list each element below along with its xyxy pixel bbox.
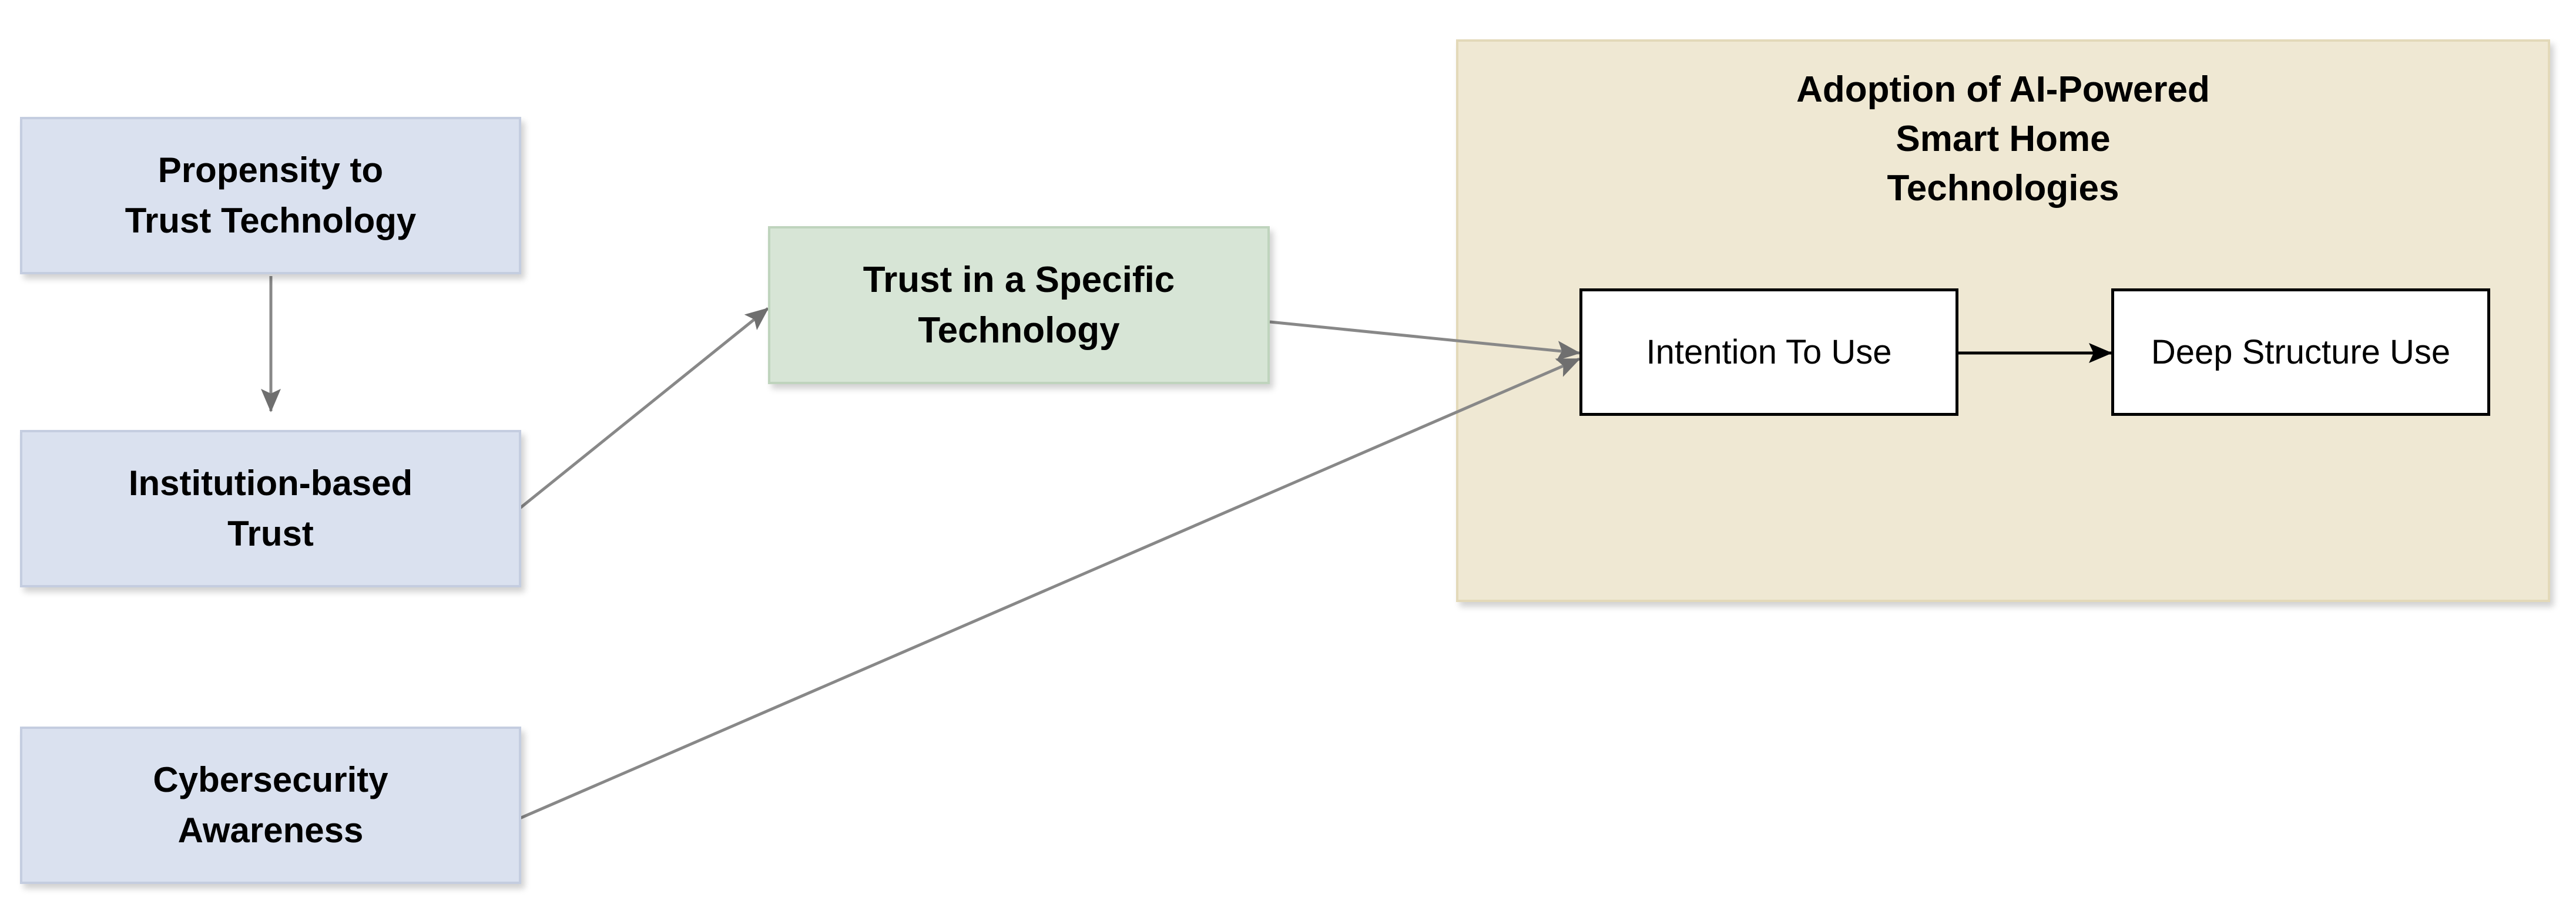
node-propensity-label: Propensity to Trust Technology	[125, 150, 417, 240]
edge-institution-to-trust-specific	[519, 307, 769, 509]
node-institution-based-trust: Institution-based Trust	[20, 430, 521, 587]
node-deep-structure-use: Deep Structure Use	[2111, 288, 2490, 416]
node-intention-to-use: Intention To Use	[1579, 288, 1958, 416]
node-institution-label: Institution-based Trust	[128, 463, 413, 553]
node-trust-specific-label: Trust in a Specific Technology	[863, 259, 1175, 351]
node-trust-in-specific-technology: Trust in a Specific Technology	[768, 226, 1270, 384]
edge-cyber-to-intention	[519, 357, 1581, 820]
node-deep-use-label: Deep Structure Use	[2151, 332, 2451, 371]
node-cyber-label: Cybersecurity Awareness	[153, 760, 388, 850]
adoption-group-title: Adoption of AI-Powered Smart Home Techno…	[1796, 69, 2210, 209]
edge-trust-specific-to-intention	[1269, 320, 1581, 361]
node-propensity-to-trust: Propensity to Trust Technology	[20, 117, 521, 274]
node-cybersecurity-awareness: Cybersecurity Awareness	[20, 727, 521, 884]
node-intention-label: Intention To Use	[1646, 332, 1892, 371]
